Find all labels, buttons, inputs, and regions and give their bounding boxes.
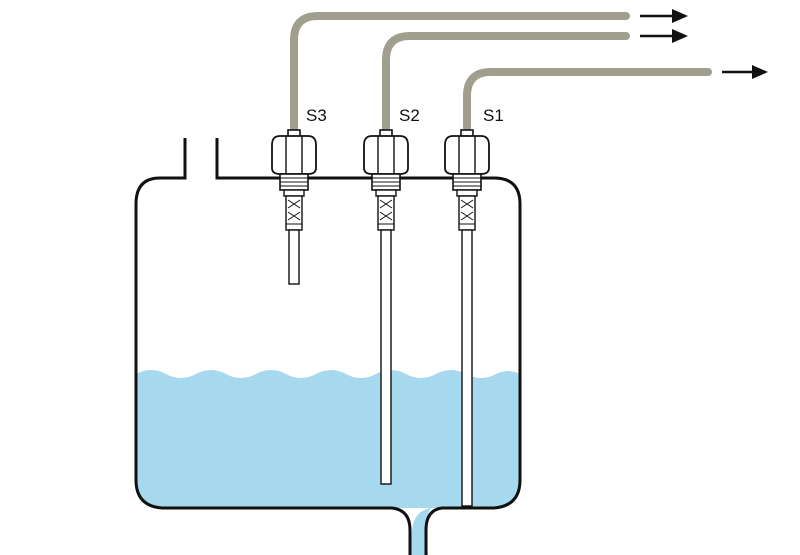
sensor-label-s2: S2 — [399, 106, 420, 125]
cable-s2 — [382, 32, 630, 132]
double-right-arrow-icon — [640, 9, 688, 43]
probe-s2 — [363, 129, 409, 485]
cable-s3 — [290, 12, 630, 132]
sensor-label-s3: S3 — [306, 106, 327, 125]
probe-s1 — [444, 129, 490, 507]
tank-outline — [134, 138, 412, 555]
cable-s1 — [463, 68, 712, 132]
liquid-fill — [136, 370, 520, 555]
sensor-label-s1: S1 — [483, 106, 504, 125]
probe-s3 — [271, 129, 317, 285]
right-arrow-icon — [722, 65, 768, 79]
